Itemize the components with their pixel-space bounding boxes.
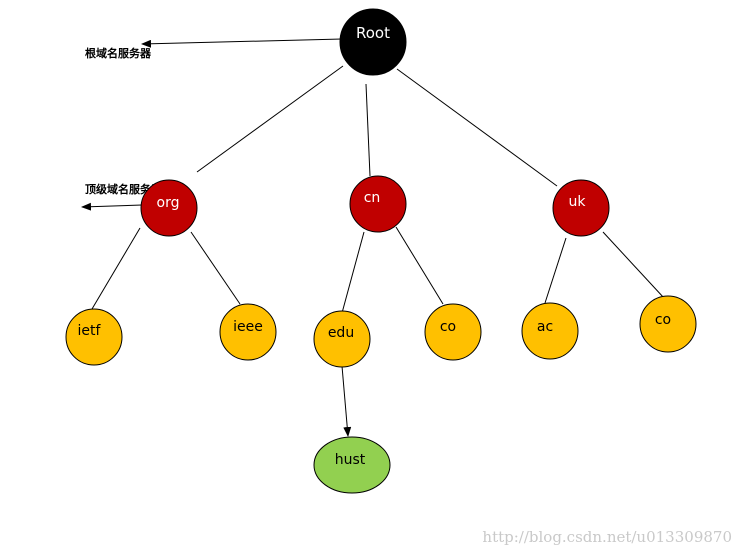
node-ac: ac — [521, 302, 579, 360]
node-ietf-circle — [65, 308, 123, 366]
watermark-text: http://blog.csdn.net/u013309870 — [482, 528, 732, 546]
node-cn-label: cn — [364, 190, 381, 206]
edge-root-org — [196, 65, 344, 173]
node-co-uk: co — [639, 295, 697, 353]
edge-root-uk — [396, 68, 558, 187]
root-server-label: 根域名服务器 — [85, 46, 152, 60]
edge-cn-edu — [341, 231, 365, 314]
node-cn: cn — [349, 175, 407, 233]
node-ac-label: ac — [537, 319, 553, 335]
tld-server-label: 顶级域名服务器 — [85, 182, 163, 196]
annotation-arrows — [81, 38, 343, 211]
node-hust: hust — [313, 436, 391, 494]
edge-org-ietf — [91, 227, 141, 310]
node-cn-circle — [349, 175, 407, 233]
edge-uk-co — [602, 231, 665, 299]
node-ieee-label: ieee — [233, 319, 263, 335]
edge-root-cn — [365, 83, 371, 177]
node-co-cn-circle — [424, 303, 482, 361]
node-ietf-label: ietf — [78, 323, 102, 339]
node-co-uk-label: co — [655, 312, 671, 328]
node-co-cn: co — [424, 303, 482, 361]
edge-cn-co — [395, 226, 444, 305]
node-hust-ellipse — [313, 436, 391, 494]
edge-edu-hust — [341, 365, 352, 437]
node-org-circle — [140, 179, 198, 237]
node-org: org — [140, 179, 198, 237]
edge-uk-ac — [544, 237, 567, 304]
node-ieee: ieee — [219, 303, 277, 361]
node-root: Root — [339, 8, 407, 76]
tree-edges — [91, 65, 665, 437]
node-edu-label: edu — [328, 325, 354, 341]
node-uk-label: uk — [569, 194, 587, 210]
node-root-label: Root — [356, 24, 390, 42]
node-hust-label: hust — [335, 452, 366, 468]
node-edu: edu — [313, 310, 371, 368]
node-edu-circle — [313, 310, 371, 368]
node-ieee-circle — [219, 303, 277, 361]
root-server-arrow — [141, 38, 343, 48]
node-ac-circle — [521, 302, 579, 360]
node-co-uk-circle — [639, 295, 697, 353]
node-uk-circle — [552, 179, 610, 237]
node-co-cn-label: co — [440, 319, 456, 335]
node-org-label: org — [157, 195, 180, 211]
edge-org-ieee — [190, 231, 241, 305]
node-uk: uk — [552, 179, 610, 237]
node-ietf: ietf — [65, 308, 123, 366]
tld-server-arrow — [81, 202, 143, 211]
node-root-circle — [339, 8, 407, 76]
